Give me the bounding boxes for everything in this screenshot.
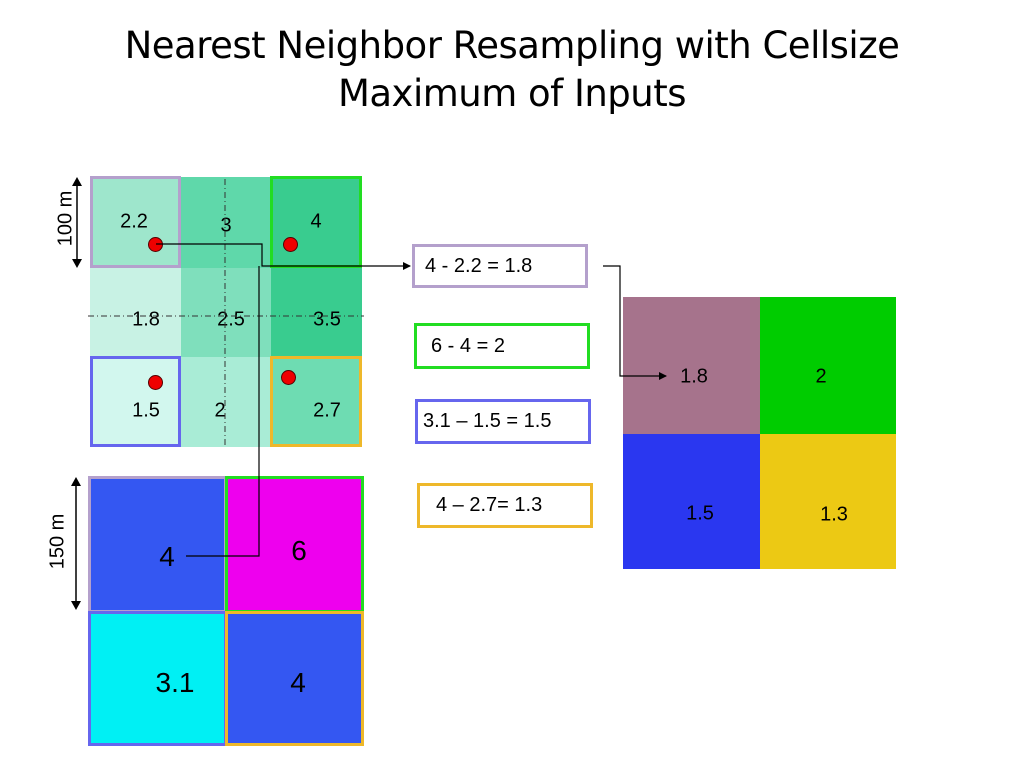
fine-value: 1.8 (132, 308, 160, 331)
equation-box-orange: 4 – 2.7= 1.3 (417, 483, 593, 528)
fine-value: 2.7 (313, 399, 341, 422)
fine-value: 3.5 (313, 308, 341, 331)
coarse-value: 6 (291, 535, 307, 566)
result-cell (760, 297, 896, 434)
coarse-value: 4 (159, 541, 175, 572)
cell-center-point (281, 370, 296, 385)
slide-title: Nearest Neighbor Resampling with Cellsiz… (0, 22, 1024, 118)
highlight-outline-purple (90, 176, 181, 268)
title-line-1: Nearest Neighbor Resampling with Cellsiz… (124, 24, 900, 67)
result-cell (760, 434, 896, 569)
coarse-cell (89, 612, 226, 745)
highlight-outline-blue (90, 356, 181, 447)
coarse-cell (226, 477, 363, 612)
coarse-cell (89, 477, 226, 612)
result-cell (623, 297, 760, 434)
fine-cell (181, 268, 271, 357)
cell-center-point (283, 237, 298, 252)
highlight-outline-orange (225, 611, 364, 746)
fine-value: 3 (220, 214, 232, 237)
title-line-2: Maximum of Inputs (337, 72, 687, 115)
equation-box-blue: 3.1 – 1.5 = 1.5 (415, 399, 591, 444)
result-value: 1.3 (820, 503, 848, 526)
coarse-cell (226, 612, 363, 745)
connector-line-equation-to-result (603, 265, 667, 380)
fine-value: 4 (310, 210, 322, 233)
cell-center-point (148, 375, 163, 390)
fine-value: 2.2 (120, 210, 148, 233)
result-value: 1.5 (686, 502, 714, 525)
fine-cell (90, 268, 181, 357)
result-value: 2 (815, 365, 827, 388)
fine-value: 2 (214, 399, 226, 422)
coarse-value: 4 (290, 667, 306, 698)
fine-value: 1.5 (132, 399, 160, 422)
highlight-outline-orange (270, 356, 362, 447)
fine-value: 2.5 (217, 308, 245, 331)
connector-line-point-to-equation (156, 243, 411, 270)
fine-cell (90, 177, 181, 268)
equation-box-purple: 4 - 2.2 = 1.8 (412, 244, 588, 288)
result-cell (623, 434, 760, 569)
fine-cell (271, 177, 362, 268)
fine-cell (181, 177, 271, 268)
fine-cell (271, 268, 362, 357)
fine-cell (181, 357, 271, 447)
coarse-value: 3.1 (155, 667, 195, 698)
connector-line-coarse-to-equation (186, 266, 260, 557)
result-value: 1.8 (680, 365, 708, 388)
equation-box-green: 6 - 4 = 2 (414, 323, 590, 369)
fine-cell (90, 357, 181, 447)
